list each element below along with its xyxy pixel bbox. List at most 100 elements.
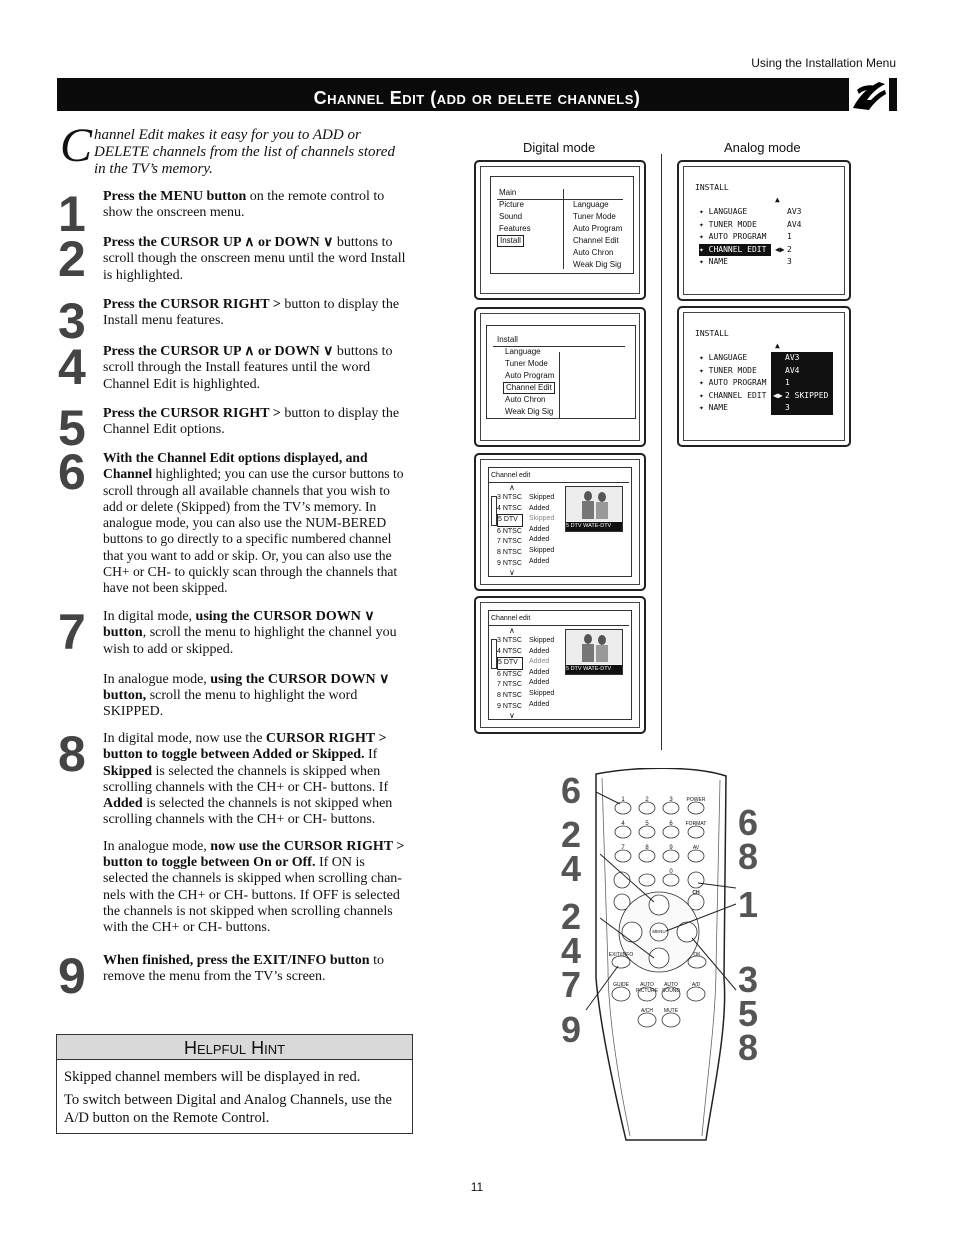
page-title: Channel Edit (add or delete channels) — [313, 88, 641, 108]
analog1-header: INSTALL — [695, 183, 729, 192]
osd-install-menu: Install Language Tuner Mode Auto Program… — [486, 325, 636, 419]
menu-button[interactable]: MENU — [652, 929, 666, 934]
section-label: Using the Installation Menu — [751, 56, 896, 70]
step-number-7: 7 — [58, 604, 86, 660]
osd-main-right-4: Auto Chron — [573, 248, 614, 257]
key-0[interactable]: 0 — [669, 869, 673, 875]
osd-install-item-4: Auto Chron — [505, 395, 546, 404]
key-2[interactable]: 2 — [645, 797, 649, 803]
step-7-text: In digital mode, using the CURSOR DOWN ∨… — [103, 609, 411, 721]
step-number-6: 6 — [58, 444, 86, 500]
callout-step-9: 9 — [560, 1009, 582, 1050]
exit-info-button[interactable]: EXIT/INFO — [608, 952, 634, 958]
analog2-lr-arrows: ◀▶ — [773, 391, 783, 400]
callout-steps-2-4: 2 4 — [560, 814, 582, 889]
osd-header-rule — [497, 199, 623, 200]
step-8-digital: In digital mode, now use the CURSOR RIGH… — [103, 731, 393, 828]
key-9[interactable]: 9 — [669, 845, 673, 851]
osd-ce2-rule — [489, 625, 629, 626]
analog-mode-label: Analog mode — [724, 140, 801, 155]
step-2-text: Press the CURSOR UP ∧ or DOWN ∨ buttons … — [103, 235, 406, 283]
guide-button[interactable]: GUIDE — [613, 982, 629, 988]
osd-install-item-5: Weak Dig Sig — [505, 407, 554, 416]
step-3-text: Press the CURSOR RIGHT > button to displ… — [103, 297, 400, 329]
step-8-text: In digital mode, now use the CURSOR RIGH… — [103, 731, 411, 937]
callout-steps-6-8: 6 8 — [737, 802, 759, 877]
preview-caption: 5 DTV WATE-DTV — [566, 522, 622, 531]
helpful-hint-box: Helpful Hint Skipped channel members wil… — [56, 1034, 413, 1134]
key-3[interactable]: 3 — [669, 797, 673, 803]
osd-ce2-down: ∨ — [509, 711, 515, 720]
auto-sound-button[interactable]: AUTO SOUND — [661, 982, 681, 994]
osd-main-right-2: Auto Program — [573, 224, 623, 233]
step-number-5: 5 — [58, 400, 86, 456]
format-button[interactable]: FORMAT — [685, 821, 707, 827]
hint-line-1: Skipped channel members will be displaye… — [64, 1069, 361, 1085]
page-number: 11 — [470, 1180, 484, 1194]
title-bar: Channel Edit (add or delete channels) — [57, 78, 897, 111]
intro-text: hannel Edit makes it easy for you to ADD… — [94, 127, 395, 177]
step-number-3: 3 — [58, 293, 86, 349]
osd-ce2-header: Channel edit — [491, 615, 531, 622]
power-button[interactable]: POWER — [686, 797, 706, 803]
analog1-items: ✦ LANGUAGE ✦ TUNER MODE ✦ AUTO PROGRAM ✦… — [699, 206, 771, 269]
av-button[interactable]: AV — [692, 845, 700, 851]
remote-outline-svg — [585, 767, 737, 1141]
osd-main-left-2: Features — [499, 224, 531, 233]
analog2-items: ✦ LANGUAGE ✦ TUNER MODE ✦ AUTO PROGRAM ✦… — [699, 353, 767, 412]
osd-main-menu: Main Picture Sound Features Install Lang… — [490, 176, 634, 274]
osd-install-item-1: Tuner Mode — [505, 359, 548, 368]
osd-main-left-3-selected: Install — [497, 235, 524, 247]
mute-button[interactable]: MUTE — [663, 1008, 679, 1014]
step-8-analogue: In analogue mode, now use the CURSOR RIG… — [103, 838, 405, 936]
auto-picture-button[interactable]: AUTO PICTURE — [636, 982, 658, 994]
ad-button[interactable]: A/D — [691, 982, 701, 988]
step-1-text: Press the MENU button on the remote cont… — [103, 189, 385, 221]
osd-ce2-bracket — [491, 639, 497, 669]
step-number-1: 1 — [58, 186, 86, 242]
callout-step-6-left: 6 — [560, 770, 582, 811]
key-5[interactable]: 5 — [645, 821, 649, 827]
drop-cap: C — [60, 119, 93, 172]
step-number-2: 2 — [58, 231, 86, 287]
tv-screen-digital-main: Main Picture Sound Features Install Lang… — [474, 160, 646, 300]
key-4[interactable]: 4 — [621, 821, 625, 827]
key-7[interactable]: 7 — [621, 845, 625, 851]
tv-screen-analog-2: INSTALL ▲ ✦ LANGUAGE ✦ TUNER MODE ✦ AUTO… — [677, 306, 851, 447]
key-6[interactable]: 6 — [669, 821, 673, 827]
column-divider — [661, 154, 662, 750]
ch-label: CH — [692, 890, 700, 896]
osd-install-item-3-selected: Channel Edit — [503, 382, 555, 394]
osd-column-rule — [563, 189, 564, 269]
hint-line-2: To switch between Digital and Analog Cha… — [64, 1092, 392, 1126]
osd-ce1-down: ∨ — [509, 568, 515, 577]
analog1-lr-arrows: ◀▶ — [775, 245, 785, 254]
remote-control-illustration: 1 2 3 POWER 4 5 6 FORMAT 7 8 9 AV 0 CH M… — [556, 767, 766, 1146]
step-number-4: 4 — [58, 339, 86, 395]
osd-ce1-up: ∧ — [509, 483, 515, 492]
ach-button[interactable]: A/CH — [641, 1008, 653, 1014]
key-8[interactable]: 8 — [645, 845, 649, 851]
callout-steps-2-4-7: 2 4 7 — [560, 896, 582, 1005]
key-1[interactable]: 1 — [621, 797, 625, 803]
digital-mode-label: Digital mode — [523, 140, 596, 155]
analog2-header: INSTALL — [695, 329, 729, 338]
osd-ce1-rule — [489, 482, 629, 483]
callout-steps-3-5-8: 3 5 8 — [737, 959, 759, 1068]
preview-caption: 5 DTV WATE-DTV — [566, 665, 622, 674]
ok-button[interactable]: OK — [693, 952, 701, 958]
step-number-8: 8 — [58, 726, 86, 782]
osd-main-right-3: Channel Edit — [573, 236, 619, 245]
osd-main-right-5: Weak Dig Sig — [573, 260, 622, 269]
preview-image: 5 DTV WATE-DTV — [565, 629, 623, 675]
